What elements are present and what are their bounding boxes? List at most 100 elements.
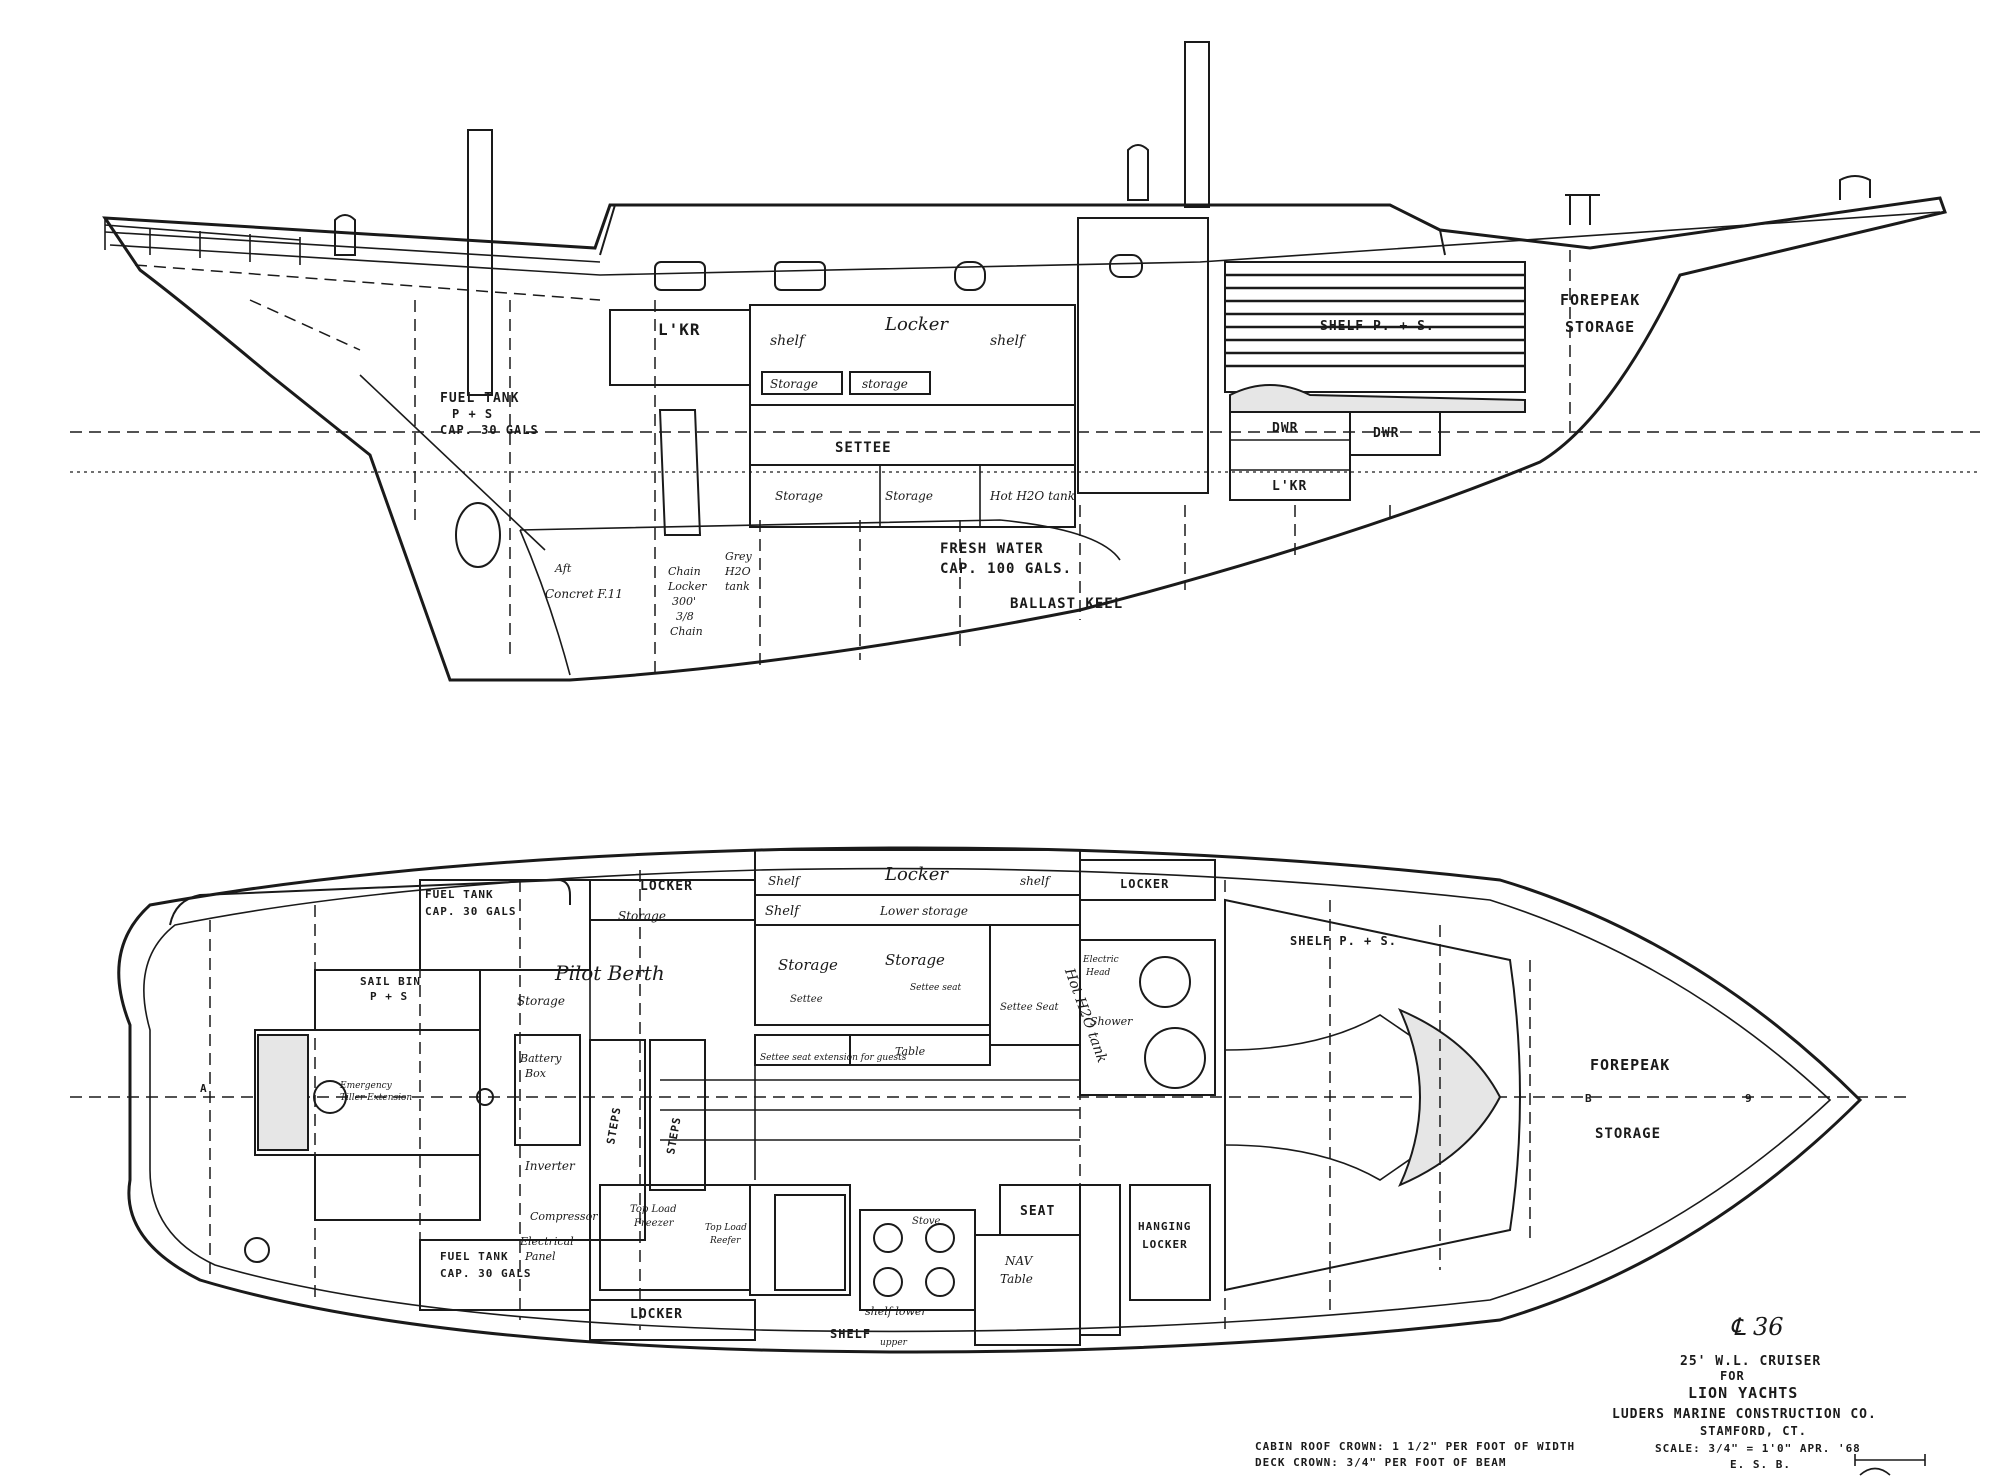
- lbl-storage-c1: Storage: [778, 956, 838, 974]
- profile-stations: [414, 250, 1571, 680]
- lbl-table: Table: [895, 1045, 926, 1058]
- stern-vent: [334, 214, 356, 256]
- stern-pulpit: [104, 218, 301, 265]
- lbl-fuel-tank-bot-2: CAP. 30 GALS: [440, 1267, 531, 1280]
- prop-shaft: [359, 374, 546, 551]
- lbl-fridge-3: Top Load: [705, 1223, 747, 1233]
- title-line-6: SCALE: 3/4" = 1'0" APR. '68: [1655, 1442, 1861, 1455]
- lbl-settee-seat-3: Settee Seat: [1000, 1002, 1060, 1013]
- lbl-shelf-ps: SHELF P. + S.: [1320, 319, 1435, 334]
- lbl-storage-pb: Storage: [618, 909, 666, 923]
- sail-bin-bottom: [314, 1154, 481, 1221]
- bow-cleat: [1565, 194, 1600, 225]
- lbl-shelf-left: shelf: [770, 333, 807, 349]
- lbl-lkr-2: L'KR: [1272, 479, 1307, 494]
- lbl-shelf-c: Shelf: [765, 904, 801, 919]
- porthole-1: [654, 261, 706, 291]
- lbl-locker-right: LOCKER: [1120, 877, 1169, 891]
- v-berth-shading: [1398, 1008, 1502, 1187]
- lbl-hanging-1: HANGING: [1138, 1220, 1191, 1233]
- lbl-storage-3: Storage: [775, 489, 823, 503]
- lbl-steps-2: STEPS: [664, 1116, 683, 1156]
- settee-box: [749, 404, 1076, 466]
- aft-settee-back: [658, 409, 702, 536]
- cabin-roof-note: CABIN ROOF CROWN: 1 1/2" PER FOOT OF WID…: [1255, 1440, 1575, 1453]
- lbl-fresh-water-2: CAP. 100 GALS.: [940, 561, 1072, 577]
- v-berth-cushion: [1229, 384, 1526, 413]
- lbl-aft-1: Aft: [554, 562, 572, 575]
- lbl-battery-1: Battery: [519, 1052, 562, 1065]
- plan-stations: [209, 860, 1531, 1340]
- lbl-storage-c2: Storage: [885, 951, 945, 969]
- v-berth-outline: [1224, 898, 1521, 1292]
- burner-3: [873, 1267, 903, 1297]
- nav-side-cabinet: [1079, 1184, 1121, 1336]
- binnacle: [313, 1080, 347, 1114]
- lbl-storage-2: storage: [862, 377, 908, 391]
- lbl-fuel-tank-2: P + S: [452, 407, 493, 421]
- burner-4: [925, 1267, 955, 1297]
- title-block: ℄ 36 25' W.L. CRUISER FOR LION YACHTS LU…: [1255, 1313, 1926, 1476]
- lbl-locker: Locker: [884, 314, 949, 335]
- lbl-storage-4: Storage: [885, 489, 933, 503]
- lbl-chain-4: 3/8: [676, 610, 694, 623]
- lbl-fresh-water-1: FRESH WATER: [940, 541, 1044, 557]
- lbl-fridge-1: Top Load: [630, 1204, 677, 1215]
- shower-drain: [1144, 1027, 1206, 1089]
- lbl-nav-table-1: NAV: [1004, 1254, 1034, 1268]
- lbl-shelf-bottom: SHELF: [830, 1327, 871, 1341]
- propeller: [455, 502, 501, 568]
- companion-steps-2: [649, 1039, 706, 1191]
- lbl-shelf-b: shelf: [1020, 874, 1052, 888]
- lbl-locker-top: LOCKER: [640, 879, 693, 894]
- deck-line: [134, 264, 601, 351]
- lbl-station-a: A: [200, 1082, 208, 1095]
- title-line-1: 25' W.L. CRUISER: [1680, 1354, 1821, 1369]
- lbl-storage-1: Storage: [770, 377, 818, 391]
- porthole-2: [774, 261, 826, 291]
- lbl-emergency-2: Tiller Extension: [340, 1093, 412, 1103]
- title-line-7: E. S. B.: [1730, 1458, 1791, 1471]
- lbl-settee-seat-1: Settee: [790, 994, 823, 1005]
- top-load-reefer-box: [749, 1184, 851, 1296]
- lbl-hanging-2: LOCKER: [1142, 1238, 1188, 1251]
- lbl-settee-ext: Settee seat extension for guests: [760, 1053, 907, 1063]
- storage-box-1: [761, 371, 843, 395]
- design-number: ℄ 36: [1730, 1313, 1784, 1341]
- lbl-grey-1: Grey: [725, 550, 753, 563]
- lbl-dwr-1: DWR: [1272, 421, 1298, 436]
- burner-1: [873, 1223, 903, 1253]
- deck-crown-note: DECK CROWN: 3/4" PER FOOT OF BEAM: [1255, 1456, 1507, 1469]
- cabin-sole: [660, 1035, 1080, 1180]
- mizzen-step: [476, 1088, 494, 1106]
- title-line-2: FOR: [1720, 1369, 1745, 1383]
- battery-box: [514, 1034, 581, 1146]
- porthole-3: [954, 261, 986, 291]
- lbl-lkr: L'KR: [658, 320, 701, 339]
- shelf-hatching: [1224, 261, 1526, 393]
- sink: [774, 1194, 846, 1291]
- lbl-fuel-tank-bot-1: FUEL TANK: [440, 1250, 509, 1263]
- settee-storage-box: [749, 464, 1076, 528]
- lbl-dwr-2: DWR: [1373, 426, 1399, 441]
- lbl-chain-3: 300': [672, 595, 696, 608]
- lbl-seat: SEAT: [1020, 1204, 1055, 1219]
- lbl-fridge-4: Reefer: [709, 1236, 741, 1246]
- lbl-nav-table-2: Table: [1000, 1272, 1033, 1286]
- lbl-fridge-2: Freezer: [633, 1218, 675, 1229]
- lbl-shelf-a: Shelf: [768, 874, 802, 888]
- lbl-aft-2: Concret F.11: [545, 587, 623, 601]
- sheer-line: [104, 211, 1941, 276]
- lbl-electrical-1: Electrical: [519, 1235, 574, 1248]
- burner-2: [925, 1223, 955, 1253]
- lbl-shelf-right: shelf: [990, 333, 1027, 349]
- deck-vent: [1127, 144, 1149, 201]
- settee-plan-box: [754, 924, 991, 1026]
- main-mast: [1184, 41, 1210, 208]
- lbl-grey-3: tank: [725, 580, 750, 593]
- lbl-stove: Stove: [912, 1216, 941, 1227]
- aft-coaming: [169, 878, 571, 926]
- lbl-shelf-lower: shelf lower: [865, 1305, 927, 1318]
- lbl-fuel-tank-top-1: FUEL TANK: [425, 888, 494, 901]
